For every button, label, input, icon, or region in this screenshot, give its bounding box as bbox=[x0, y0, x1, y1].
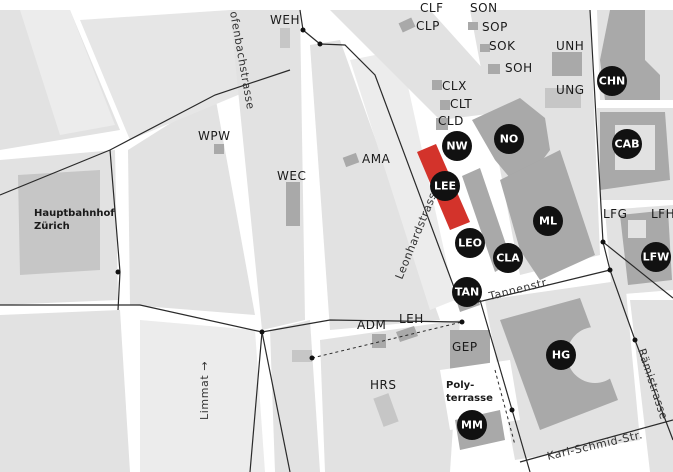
label-lfh: LFH bbox=[651, 207, 673, 221]
hg-dome-court bbox=[567, 327, 623, 383]
road-nodes bbox=[115, 27, 638, 413]
label-clp: CLP bbox=[416, 19, 440, 33]
building-clp[interactable] bbox=[398, 17, 416, 33]
badge-no-text: NO bbox=[500, 133, 519, 146]
road-leonhardstrasse bbox=[299, 9, 456, 291]
building-gep[interactable] bbox=[450, 330, 490, 370]
badge-cab-text: CAB bbox=[615, 138, 640, 151]
badge-ml-text: ML bbox=[539, 215, 557, 228]
courtyard-lfw bbox=[628, 220, 646, 238]
badge-leo-text: LEO bbox=[458, 237, 482, 250]
label-clt: CLT bbox=[450, 97, 472, 111]
label-unh: UNH bbox=[556, 39, 584, 53]
building-ung[interactable] bbox=[545, 88, 581, 108]
block bbox=[320, 320, 460, 472]
badge-nw-text: NW bbox=[446, 140, 467, 153]
road-line bbox=[249, 331, 263, 472]
label-weh: WEH bbox=[270, 13, 300, 27]
building-unh[interactable] bbox=[552, 52, 582, 76]
road-karl-schmid bbox=[519, 419, 673, 463]
block bbox=[0, 310, 130, 472]
label-ung: UNG bbox=[556, 83, 585, 97]
river-limmat-label: Limmat → bbox=[198, 361, 211, 420]
building-labels: WEH CLP CLF SON SOP SOK SOH UNH UNG CLX … bbox=[198, 1, 673, 392]
building-adm[interactable] bbox=[372, 334, 386, 348]
label-sok: SOK bbox=[489, 39, 516, 53]
block bbox=[20, 10, 115, 135]
funicular-route bbox=[311, 321, 463, 359]
road-line bbox=[479, 299, 531, 472]
badge-mm[interactable]: MM bbox=[457, 410, 487, 440]
building-sok[interactable] bbox=[480, 44, 490, 52]
label-gep: GEP bbox=[452, 340, 478, 354]
badge-hg-text: HG bbox=[552, 349, 570, 362]
building-clx[interactable] bbox=[432, 80, 442, 90]
label-sop: SOP bbox=[482, 20, 508, 34]
block bbox=[310, 40, 440, 330]
label-hauptbahnhof: Hauptbahnhof bbox=[34, 208, 115, 219]
road-line bbox=[261, 331, 291, 472]
block bbox=[630, 300, 673, 472]
label-son: SON bbox=[470, 1, 498, 15]
building-leh[interactable] bbox=[396, 326, 418, 342]
label-clx: CLX bbox=[442, 79, 467, 93]
river-bank bbox=[140, 320, 265, 472]
label-ama: AMA bbox=[362, 152, 391, 166]
building-soh[interactable] bbox=[488, 64, 500, 74]
label-lfg: LFG bbox=[603, 207, 627, 221]
badge-cab[interactable]: CAB bbox=[612, 129, 642, 159]
label-hrs: HRS bbox=[370, 378, 396, 392]
label-clf: CLF bbox=[420, 1, 443, 15]
badge-hg[interactable]: HG bbox=[546, 340, 576, 370]
badge-tan[interactable]: TAN bbox=[452, 277, 482, 307]
building-cld[interactable] bbox=[436, 118, 448, 130]
label-wec: WEC bbox=[277, 169, 306, 183]
road-tannenstr bbox=[477, 269, 611, 303]
badge-ml[interactable]: ML bbox=[533, 206, 563, 236]
badge-lee-text: LEE bbox=[434, 180, 456, 193]
building-sop[interactable] bbox=[468, 22, 478, 30]
hauptbahnhof-block[interactable] bbox=[18, 170, 100, 275]
badge-chn[interactable]: CHN bbox=[597, 66, 627, 96]
building-weh[interactable] bbox=[280, 28, 290, 48]
label-adm: ADM bbox=[357, 318, 386, 332]
badge-leo[interactable]: LEO bbox=[455, 228, 485, 258]
building-wpw[interactable] bbox=[214, 144, 224, 154]
road-line bbox=[0, 69, 291, 196]
building-hrs[interactable] bbox=[373, 393, 399, 427]
label-zurich: Zürich bbox=[34, 221, 70, 232]
badge-tan-text: TAN bbox=[455, 286, 479, 299]
block bbox=[230, 10, 305, 330]
building-badges: CHN NW NO CAB LEE ML LEO CLA LFW TAN HG … bbox=[430, 66, 671, 440]
path-polyterrasse bbox=[494, 369, 516, 446]
badge-lfw-text: LFW bbox=[643, 251, 670, 264]
label-cld: CLD bbox=[438, 114, 464, 128]
block bbox=[330, 10, 520, 120]
badge-lfw[interactable]: LFW bbox=[641, 242, 671, 272]
block bbox=[350, 50, 455, 310]
label-leh: LEH bbox=[399, 312, 424, 326]
building-clt[interactable] bbox=[440, 100, 450, 110]
building-wec[interactable] bbox=[286, 182, 300, 226]
badge-nw[interactable]: NW bbox=[442, 131, 472, 161]
building-ama[interactable] bbox=[342, 152, 360, 168]
badge-cla[interactable]: CLA bbox=[493, 243, 523, 273]
label-wpw: WPW bbox=[198, 129, 230, 143]
label-polyterrasse-1: Poly- bbox=[446, 380, 474, 391]
block bbox=[80, 10, 250, 140]
badge-mm-text: MM bbox=[461, 419, 483, 432]
label-soh: SOH bbox=[505, 61, 533, 75]
badge-no[interactable]: NO bbox=[494, 124, 524, 154]
building-station bbox=[292, 350, 312, 362]
road-raemistrasse bbox=[602, 241, 673, 441]
badge-chn-text: CHN bbox=[599, 75, 626, 88]
badge-cla-text: CLA bbox=[496, 252, 520, 265]
label-polyterrasse-2: terrasse bbox=[446, 393, 493, 404]
badge-lee[interactable]: LEE bbox=[430, 171, 460, 201]
